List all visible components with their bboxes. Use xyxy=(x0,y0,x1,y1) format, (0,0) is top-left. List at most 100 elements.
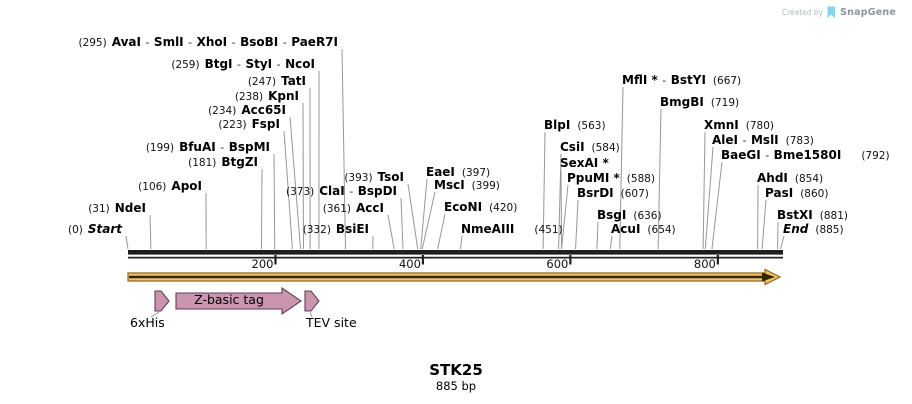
site-label-eaei[interactable]: EaeI(397) xyxy=(426,165,490,180)
site-label-nmeaiii[interactable]: NmeAIII(451) xyxy=(461,222,563,237)
enzyme-name: NdeI xyxy=(114,201,146,215)
site-position: (31) xyxy=(88,203,110,215)
site-label-bsrdi[interactable]: BsrDI(607) xyxy=(577,186,649,201)
enzyme-name: BtgI xyxy=(204,57,233,71)
site-label-msci[interactable]: MscI (399) xyxy=(434,178,500,193)
feature-arrow-tev-site[interactable] xyxy=(304,290,320,312)
leader-line xyxy=(289,116,302,250)
sequence-length: 885 bp xyxy=(435,379,477,393)
site-position: (223) xyxy=(218,119,247,131)
site-position: (654) xyxy=(647,224,676,236)
site-position: (259) xyxy=(171,59,200,71)
site-label-ahdi[interactable]: AhdI(854) xyxy=(757,171,823,186)
axis-tick-label: 400 xyxy=(398,257,421,271)
site-label-acui[interactable]: AcuI (654) xyxy=(611,222,676,237)
site-label-bstxi[interactable]: BstXI(881) xyxy=(777,208,848,223)
enzyme-name: Start xyxy=(87,222,122,236)
separator: - xyxy=(345,185,357,198)
separator: - xyxy=(141,36,153,49)
leader-line xyxy=(407,183,419,250)
separator: - xyxy=(761,149,773,162)
enzyme-name: StyI xyxy=(245,57,273,71)
axis-tick-label: 600 xyxy=(546,257,569,271)
leader-line xyxy=(341,48,347,250)
site-label-start[interactable]: (0)Start xyxy=(68,222,122,237)
leader-line xyxy=(260,168,263,250)
feature-label-6xhis: 6xHis xyxy=(130,315,165,330)
site-label-tati[interactable]: (247)TatI xyxy=(248,74,306,89)
enzyme-name: BsgI xyxy=(597,208,627,222)
leader-line xyxy=(702,131,706,250)
site-label-mfli[interactable]: MflI * - BstYI(667) xyxy=(622,73,741,88)
site-label-alei[interactable]: AleI - MslI(783) xyxy=(712,133,814,148)
site-label-xmni[interactable]: XmnI(780) xyxy=(704,118,774,133)
site-label-btgi[interactable]: (259) BtgI - StyI - NcoI xyxy=(171,57,315,72)
site-label-ndei[interactable]: (31) NdeI xyxy=(88,201,146,216)
site-position: (854) xyxy=(794,173,824,185)
site-position: (295) xyxy=(78,37,107,49)
feature-leader-line xyxy=(309,311,313,318)
site-label-bsiei[interactable]: (332)BsiEI xyxy=(303,222,369,237)
enzyme-name: AcuI xyxy=(611,222,641,236)
leader-line xyxy=(704,146,714,250)
enzyme-name: AccI xyxy=(356,201,384,215)
axis-tick-label: 800 xyxy=(693,257,716,271)
axis-tick-label: 200 xyxy=(251,257,274,271)
site-label-bfuai[interactable]: (199)BfuAI - BspMI xyxy=(146,140,270,155)
site-position: (563) xyxy=(577,120,606,132)
separator: - xyxy=(228,36,240,49)
site-label-bmgbi[interactable]: BmgBI(719) xyxy=(660,95,739,110)
leader-line xyxy=(761,199,767,250)
site-label-fspi[interactable]: (223)FspI xyxy=(218,117,280,132)
leader-line xyxy=(619,86,624,250)
site-position: (399) xyxy=(471,180,500,192)
separator: - xyxy=(273,58,285,71)
separator: - xyxy=(233,58,245,71)
credit-prefix: Created by xyxy=(781,8,824,17)
enzyme-name: XhoI xyxy=(196,35,228,49)
site-label-btgzi[interactable]: (181)BtgZI xyxy=(188,155,258,170)
site-label-acci[interactable]: (361)AccI xyxy=(323,201,384,216)
site-label-ppumi[interactable]: PpuMI *(588) xyxy=(567,171,655,186)
enzyme-name: ApoI xyxy=(171,179,202,193)
site-label-sexai[interactable]: SexAI * xyxy=(560,156,609,170)
enzyme-name: XmnI xyxy=(704,118,739,132)
site-label-apoi[interactable]: (106)ApoI xyxy=(138,179,202,194)
site-label-avai[interactable]: (295)AvaI - SmlI - XhoI - BsoBI - PaeR7I xyxy=(78,35,338,50)
enzyme-name: EcoNI xyxy=(444,200,483,214)
site-label-clai[interactable]: (373)ClaI - BspDI xyxy=(286,184,397,199)
leader-line xyxy=(421,191,436,250)
site-position: (783) xyxy=(785,135,814,147)
leader-line xyxy=(125,235,129,250)
site-label-blpi[interactable]: BlpI(563) xyxy=(544,118,606,133)
enzyme-name: Acc65I xyxy=(241,103,286,117)
site-label-csii[interactable]: CsiI(584) xyxy=(560,140,620,155)
site-label-tsoi[interactable]: (393)TsoI xyxy=(344,170,404,185)
site-label-end[interactable]: End(885) xyxy=(783,222,844,237)
leader-line xyxy=(609,235,613,250)
feature-arrow-6xhis[interactable] xyxy=(154,290,170,312)
site-label-pasi[interactable]: PasI(860) xyxy=(765,186,828,201)
leader-line xyxy=(657,108,662,250)
leader-line xyxy=(400,197,404,250)
enzyme-name: PasI xyxy=(765,186,794,200)
enzyme-name: BaeGI xyxy=(721,148,761,162)
feature-arrow-z-basic-tag[interactable] xyxy=(175,286,302,316)
site-label-baegi[interactable]: BaeGI - Bme1580I (792) xyxy=(721,148,890,163)
leader-line xyxy=(460,235,463,250)
enzyme-name: NcoI xyxy=(285,57,315,71)
site-label-bsgi[interactable]: BsgI (636) xyxy=(597,208,662,223)
site-position: (792) xyxy=(861,150,890,162)
site-label-kpni[interactable]: (238)KpnI xyxy=(235,89,299,104)
enzyme-name: BfuAI xyxy=(179,140,216,154)
site-label-acc65i[interactable]: (234)Acc65I xyxy=(208,103,286,118)
leader-line xyxy=(780,235,785,250)
site-position: (636) xyxy=(633,210,662,222)
enzyme-name: MscI xyxy=(434,178,465,192)
site-label-econi[interactable]: EcoNI(420) xyxy=(444,200,517,215)
enzyme-name: Bme1580I xyxy=(773,148,842,162)
enzyme-name: BstXI xyxy=(777,208,813,222)
feature-leader-line xyxy=(150,311,160,318)
enzyme-name: AleI xyxy=(712,133,739,147)
enzyme-name: BsiEI xyxy=(335,222,369,236)
